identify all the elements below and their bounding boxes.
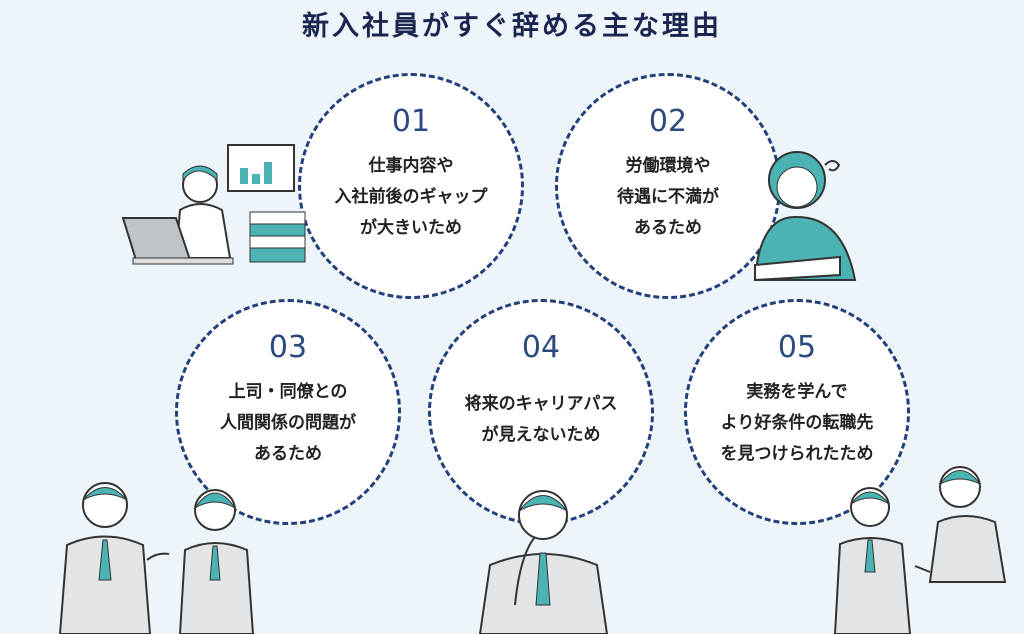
men-talking-illustration — [833, 466, 1007, 634]
reason-number: 04 — [513, 330, 569, 365]
reason-number: 02 — [640, 104, 696, 139]
reason-number: 03 — [260, 330, 316, 365]
reason-circle-03: 03 上司・同僚との 人間関係の問題が あるため — [175, 299, 401, 525]
reason-circle-02: 02 労働環境や 待遇に不満が あるため — [555, 73, 781, 299]
reason-circle-01: 01 仕事内容や 入社前後のギャップ が大きいため — [298, 73, 524, 299]
reason-text: 上司・同僚との 人間関係の問題が あるため — [220, 382, 356, 464]
worker-laptop-illustration — [121, 144, 306, 265]
reason-number: 01 — [383, 104, 439, 139]
page-title: 新入社員がすぐ辞める主な理由 — [302, 11, 722, 42]
reason-text: 将来のキャリアパス が見えないため — [464, 394, 618, 445]
colleagues-illustration — [58, 482, 255, 634]
reason-text: 仕事内容や 入社前後のギャップ が大きいため — [334, 156, 488, 238]
reason-number: 05 — [769, 330, 825, 365]
thinking-man-illustration — [478, 490, 609, 634]
reason-text: 実務を学んで より好条件の転職先 を見つけられたため — [720, 382, 874, 464]
tired-woman-illustration — [753, 151, 857, 282]
reason-text: 労働環境や 待遇に不満が あるため — [617, 156, 719, 238]
reason-circle-04: 04 将来のキャリアパス が見えないため — [428, 299, 654, 525]
